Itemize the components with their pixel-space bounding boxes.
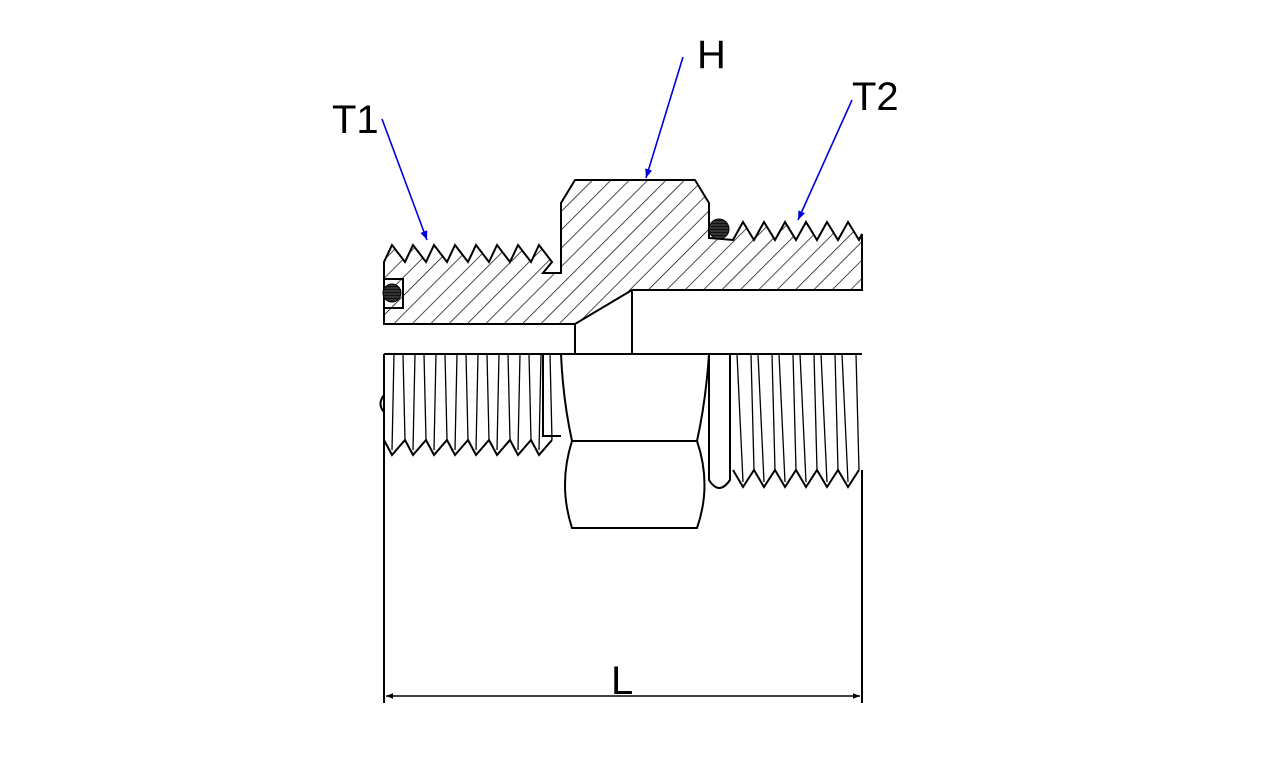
thread-line bbox=[528, 353, 532, 441]
thread-line bbox=[732, 468, 860, 489]
thread-line bbox=[841, 353, 849, 483]
thread-line bbox=[402, 353, 406, 441]
bore bbox=[384, 289, 862, 355]
label-h: H bbox=[697, 33, 726, 77]
thread-line bbox=[475, 353, 479, 451]
dimension-l: L bbox=[383, 354, 863, 703]
thread-line bbox=[517, 353, 521, 451]
thread-line bbox=[771, 353, 776, 471]
thread-line bbox=[750, 353, 755, 471]
thread-line bbox=[454, 353, 458, 451]
thread-line bbox=[792, 353, 797, 471]
thread-line bbox=[444, 353, 448, 441]
thread-line bbox=[855, 353, 860, 471]
thread-line bbox=[538, 353, 542, 451]
thread-line bbox=[486, 353, 490, 441]
thread-line bbox=[778, 353, 786, 483]
thread-line bbox=[423, 353, 427, 441]
thread-line bbox=[465, 353, 469, 441]
thread-line bbox=[433, 353, 437, 451]
label-t1: T1 bbox=[332, 98, 379, 142]
thread-line bbox=[391, 353, 395, 451]
leader-h bbox=[645, 56, 684, 179]
dimension-label-l: L bbox=[611, 659, 633, 703]
o-ring-t2 bbox=[708, 218, 730, 240]
thread-line bbox=[736, 353, 744, 483]
thread-line bbox=[799, 353, 807, 483]
leader-t1 bbox=[381, 118, 428, 241]
thread-line bbox=[820, 353, 828, 483]
section-body bbox=[383, 179, 863, 325]
thread-line bbox=[383, 438, 553, 457]
thread-line bbox=[549, 353, 553, 441]
thread-line bbox=[813, 353, 818, 471]
thread-line bbox=[757, 353, 765, 483]
label-t2: T2 bbox=[852, 75, 899, 119]
thread-line bbox=[496, 353, 500, 451]
external-view bbox=[379, 353, 860, 529]
leader-t2 bbox=[797, 99, 853, 221]
thread-line bbox=[412, 353, 416, 451]
thread-line bbox=[507, 353, 511, 441]
thread-line bbox=[834, 353, 839, 471]
o-ring-t1 bbox=[382, 283, 402, 303]
